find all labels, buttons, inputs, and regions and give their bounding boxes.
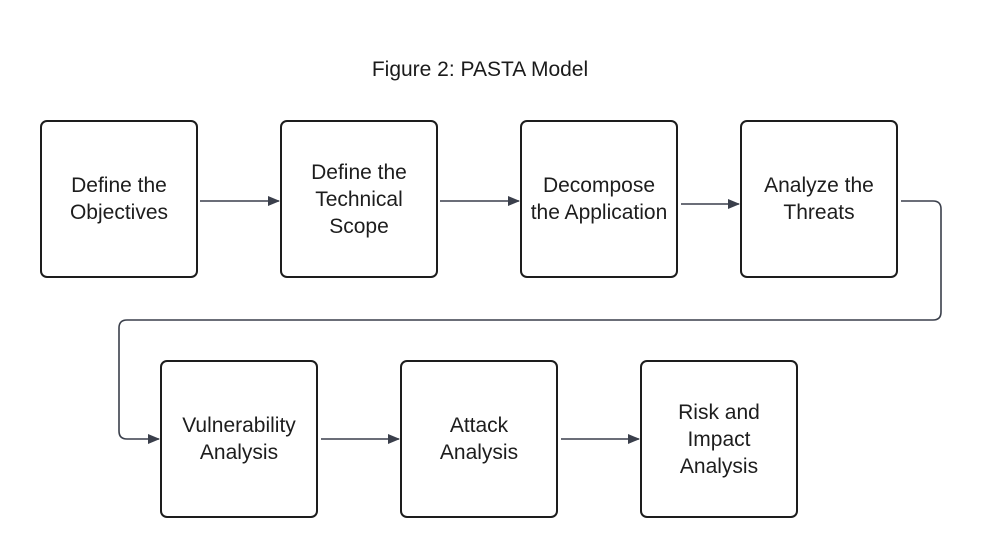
node-label: Define the Objectives [69,174,169,224]
node-decompose-application: Decompose the Application [520,120,678,278]
edge-threats-to-vulnerability [118,200,942,444]
node-label: Vulnerability Analysis [182,414,296,464]
node-attack-analysis: Attack Analysis [400,360,558,518]
node-analyze-threats: Analyze the Threats [740,120,898,278]
node-label: Analyze the Threats [764,174,874,224]
node-label: Risk and Impact Analysis [678,400,760,478]
node-define-technical-scope: Define the Technical Scope [280,120,438,278]
node-risk-impact-analysis: Risk and Impact Analysis [640,360,798,518]
node-label: Attack Analysis [439,414,519,464]
node-label: Decompose the Application [530,174,668,224]
node-label: Define the Technical Scope [311,160,407,238]
node-vulnerability-analysis: Vulnerability Analysis [160,360,318,518]
node-define-objectives: Define the Objectives [40,120,198,278]
figure-title: Figure 2: PASTA Model [371,58,589,81]
